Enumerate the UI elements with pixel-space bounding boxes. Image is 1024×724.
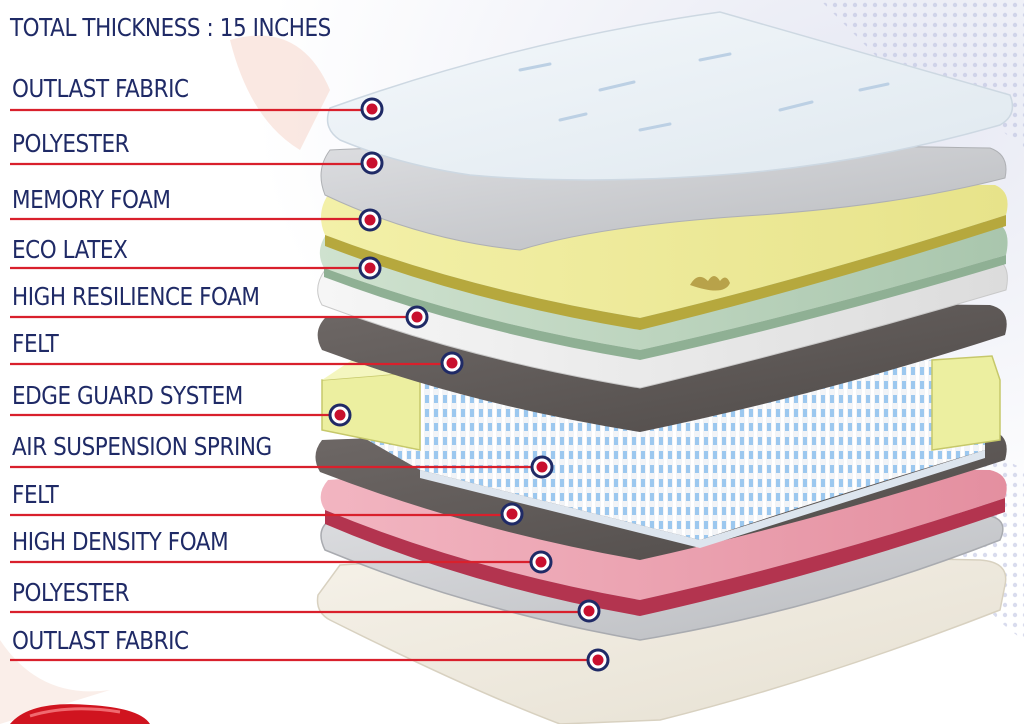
callout-marker-dot [366,103,378,115]
layer-top-outlast-fabric [326,11,1014,181]
callout-marker-dot [592,654,604,666]
callout-marker-dot [366,157,378,169]
callout-group: OUTLAST FABRIC POLYESTER MEMORY FOAM ECO LA… [10,74,610,672]
callout-marker-dot [364,214,376,226]
diagram-title: TOTAL THICKNESS : 15 INCHES [9,13,331,42]
callout-marker-dot [411,311,423,323]
red-pillow-decoration [10,704,150,724]
layer-label: OUTLAST FABRIC [12,626,189,655]
callout-marker-dot [446,357,458,369]
layer-label: EDGE GUARD SYSTEM [12,381,243,410]
layer-label: OUTLAST FABRIC [12,74,189,103]
layer-label: FELT [12,329,59,358]
layer-label: ECO LATEX [12,235,128,264]
layer-label: HIGH DENSITY FOAM [12,527,228,556]
callout-marker-dot [583,605,595,617]
callout-marker-dot [535,556,547,568]
layer-label: MEMORY FOAM [12,185,170,214]
callout-marker-dot [334,409,346,421]
hand-print-icon [690,276,730,291]
layer-edge-guard-system [321,355,1001,451]
callout-marker-dot [506,508,518,520]
layer-label: HIGH RESILIENCE FOAM [12,282,259,311]
layer-label: POLYESTER [12,578,129,607]
callout-marker-dot [536,461,548,473]
layer-label: POLYESTER [12,129,129,158]
layer-label: AIR SUSPENSION SPRING [12,432,272,461]
callout-marker-dot [364,262,376,274]
layer-label: FELT [12,480,59,509]
